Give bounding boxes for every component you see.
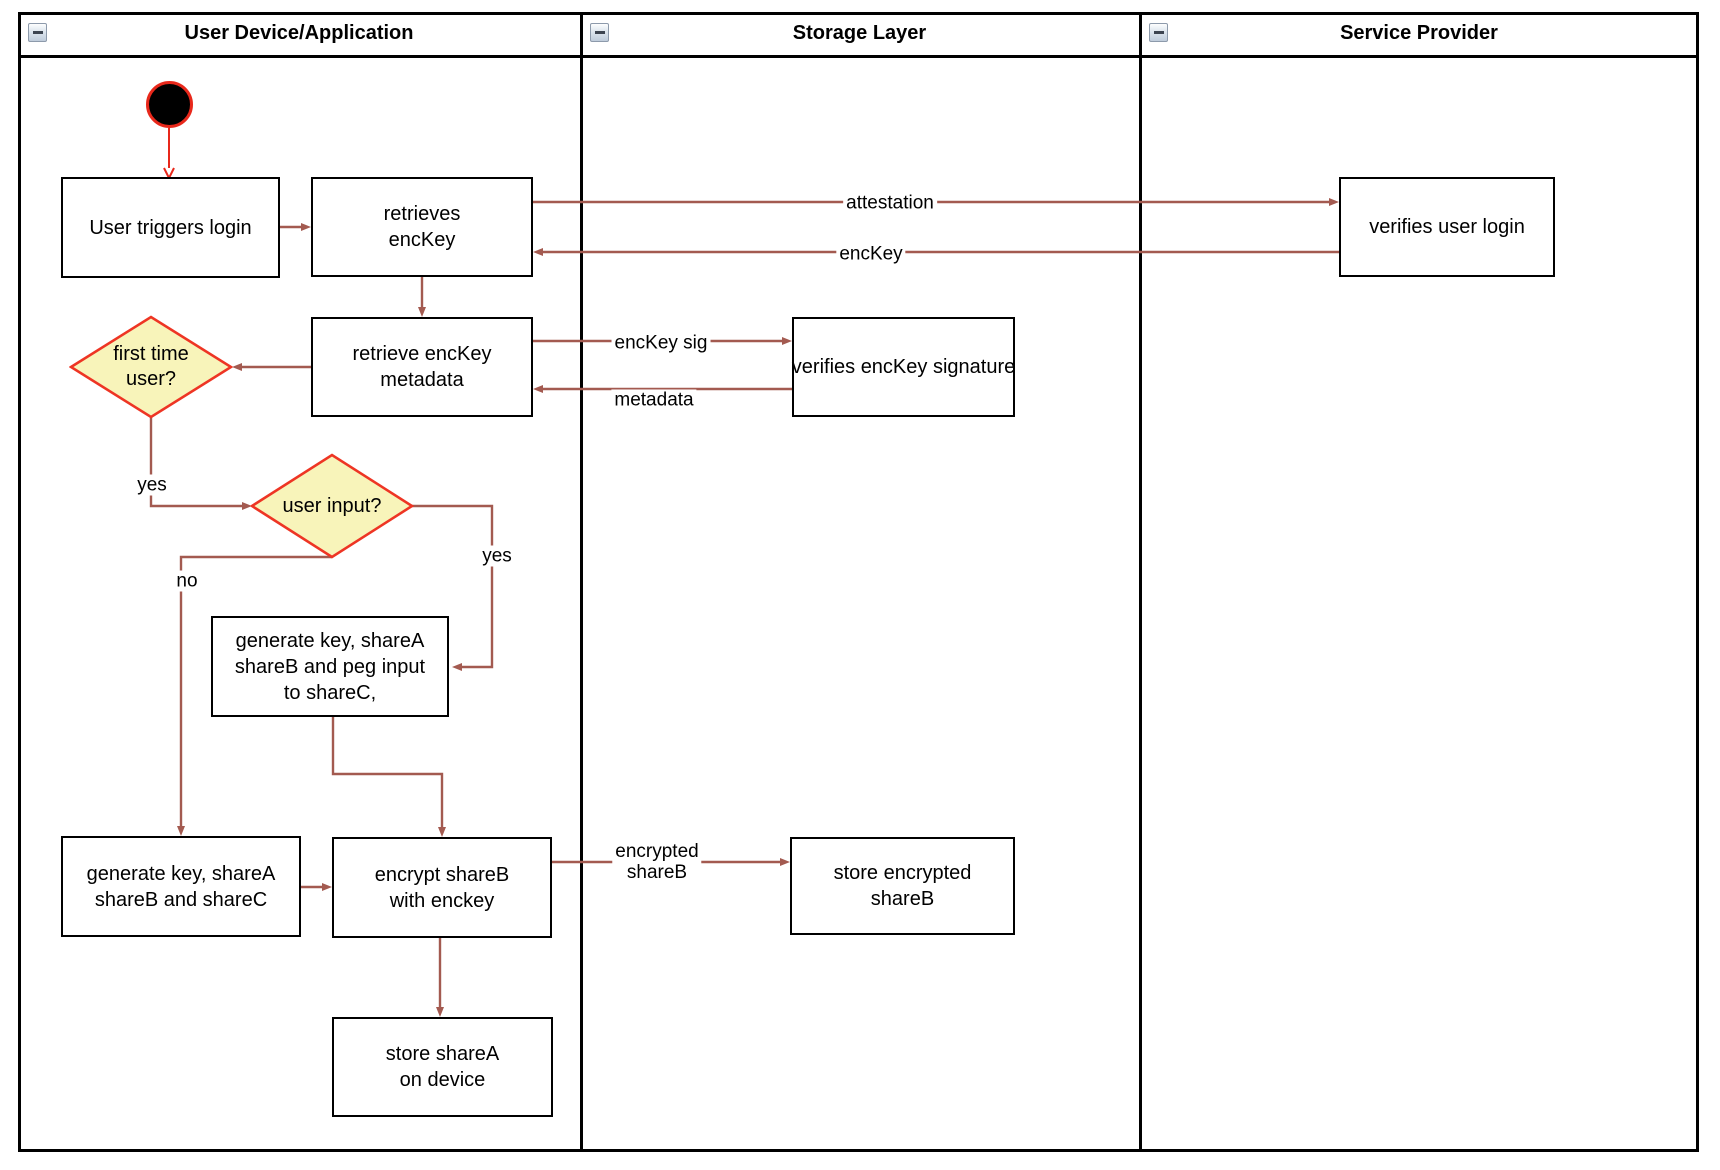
edge-label-attestation: attestation: [843, 192, 937, 214]
edge-label-enckey: encKey: [836, 243, 906, 265]
lane-header-storage-layer[interactable]: Storage Layer: [580, 12, 1139, 58]
diamond-shape: [250, 453, 414, 559]
lane-divider: [580, 12, 583, 1152]
collapse-minus-icon[interactable]: [1149, 23, 1168, 42]
node-label: verifies encKey signature: [791, 356, 1016, 378]
edge-label-metadata: metadata: [611, 389, 697, 411]
lane-header-user-device[interactable]: User Device/Application: [18, 12, 580, 58]
edge-user-input-yes-to-generate-peg: [412, 504, 494, 671]
node-label: verifies user login: [1369, 216, 1525, 238]
node-label: encrypt shareB with enckey: [374, 863, 510, 912]
lane-title-user-device: User Device/Application: [184, 22, 414, 44]
lane-title-service-provider: Service Provider: [1340, 22, 1498, 44]
edge-label-yes: yes: [479, 545, 515, 567]
node-verifies-enckey-signature[interactable]: verifies encKey signature: [792, 317, 1015, 417]
node-label: generate key, shareA shareB and peg inpu…: [234, 629, 426, 704]
edge-label-encrypted-shareb: encrypted shareB: [612, 841, 702, 883]
edge-first-time-yes-to-user-input: [149, 417, 252, 510]
node-label: retrieves encKey: [383, 203, 461, 251]
lane-divider: [1139, 12, 1142, 1152]
node-generate-key-peg-input[interactable]: generate key, shareA shareB and peg inpu…: [211, 616, 449, 717]
node-label: store shareA on device: [385, 1043, 500, 1091]
node-label: retrieve encKey metadata: [352, 343, 492, 391]
node-store-encrypted-shareb[interactable]: store encrypted shareB: [790, 837, 1015, 935]
decision-label: first time user?: [113, 343, 189, 390]
node-label: User triggers login: [89, 216, 252, 239]
node-store-sharea[interactable]: store shareA on device: [332, 1017, 553, 1117]
node-label: generate key, shareA shareB and shareC: [86, 862, 276, 911]
node-user-triggers-login[interactable]: User triggers login: [61, 177, 280, 278]
decision-user-input[interactable]: user input?: [250, 453, 414, 559]
edge-label-enckey-sig: encKey sig: [611, 332, 711, 354]
swimlane-frame: [18, 12, 1699, 1152]
lane-title-storage-layer: Storage Layer: [792, 22, 927, 44]
node-label: store encrypted shareB: [833, 862, 972, 910]
edge-generate-peg-to-encrypt: [331, 717, 446, 837]
minus-glyph: [1153, 31, 1164, 34]
collapse-minus-icon[interactable]: [590, 23, 609, 42]
node-retrieve-enckey-metadata[interactable]: retrieve encKey metadata: [311, 317, 533, 417]
lane-header-service-provider[interactable]: Service Provider: [1139, 12, 1699, 58]
edge-user-input-no-to-generate: [177, 555, 332, 836]
node-verifies-user-login[interactable]: verifies user login: [1339, 177, 1555, 277]
node-generate-key-sharec[interactable]: generate key, shareA shareB and shareC: [61, 836, 301, 937]
initial-state-node[interactable]: [146, 81, 193, 128]
decision-label: user input?: [282, 494, 382, 517]
diamond-shape: [69, 315, 233, 419]
node-encrypt-shareb[interactable]: encrypt shareB with enckey: [332, 837, 552, 938]
decision-first-time-user[interactable]: first time user?: [69, 315, 233, 419]
minus-glyph: [32, 31, 43, 34]
minus-glyph: [594, 31, 605, 34]
edge-label-yes: yes: [134, 474, 170, 496]
node-retrieves-enckey[interactable]: retrieves encKey: [311, 177, 533, 277]
collapse-minus-icon[interactable]: [28, 23, 47, 42]
edge-label-no: no: [173, 570, 201, 592]
